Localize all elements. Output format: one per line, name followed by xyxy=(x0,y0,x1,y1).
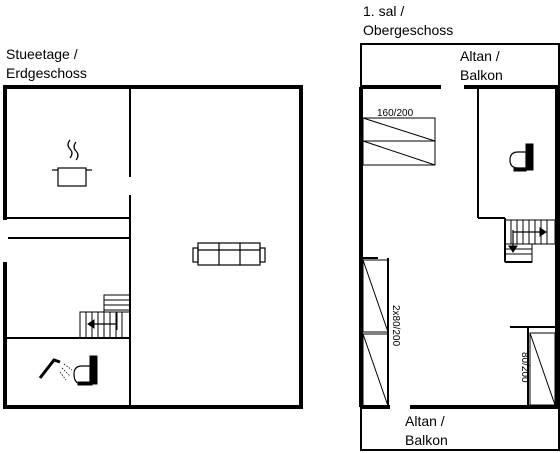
balcony-bottom-label-line1: Altan / xyxy=(405,413,445,429)
toilet-icon xyxy=(509,143,534,172)
upper-floor-title-line2: Obergeschoss xyxy=(363,22,454,38)
ground-floor-title-line1: Stueetage / xyxy=(6,46,78,62)
balcony-top-label-line1: Altan / xyxy=(460,48,500,64)
balcony-top-label-line2: Balkon xyxy=(460,67,503,83)
shower-icon xyxy=(38,358,73,381)
bed-single-icon xyxy=(529,332,556,406)
upper-floor-title-line1: 1. sal / xyxy=(363,3,405,19)
sofa-icon xyxy=(192,242,266,266)
staircase-icon xyxy=(504,219,556,263)
bed-double-icon xyxy=(362,117,436,166)
upper-floor-outer-boundary xyxy=(360,43,560,451)
ground-floor-plan xyxy=(2,85,303,409)
bed-twin-icon xyxy=(362,259,389,407)
bed-double-size-label: 160/200 xyxy=(377,108,414,119)
balcony-bottom-label-line2: Balkon xyxy=(405,432,448,448)
upper-floor-plan xyxy=(359,43,560,451)
cooking-pot-icon xyxy=(52,139,92,187)
ground-floor-title-line2: Erdgeschoss xyxy=(6,65,87,81)
staircase-icon xyxy=(79,294,131,339)
toilet-icon xyxy=(73,355,98,386)
ground-floor-outer-wall xyxy=(3,85,303,409)
